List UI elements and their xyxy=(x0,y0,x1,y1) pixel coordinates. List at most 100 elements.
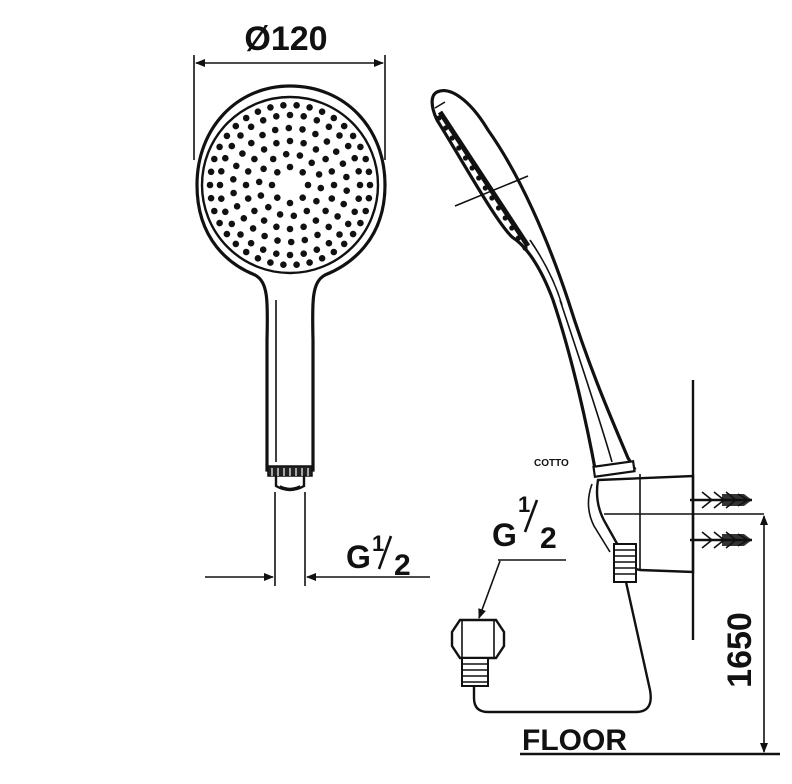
spray-nozzle xyxy=(273,250,280,257)
threaded-connector xyxy=(267,465,313,492)
spray-nozzle xyxy=(271,126,279,134)
height-label: 1650 xyxy=(721,612,759,688)
floor-label: FLOOR xyxy=(522,724,627,757)
spray-face-rim xyxy=(200,95,380,275)
spray-nozzle xyxy=(216,219,223,227)
spray-nozzle xyxy=(293,102,300,109)
spray-nozzle xyxy=(313,197,320,205)
spray-nozzle xyxy=(325,239,333,247)
spray-nozzle xyxy=(300,223,307,231)
spray-nozzle xyxy=(330,248,338,256)
handle-inner-line xyxy=(559,299,613,463)
face-section-line xyxy=(454,175,529,207)
spray-nozzle xyxy=(306,104,313,111)
spray-nozzle xyxy=(248,139,255,147)
spray-nozzle xyxy=(362,207,370,215)
spray-nozzle xyxy=(255,178,263,186)
spray-nozzle xyxy=(325,223,333,231)
spray-nozzle xyxy=(286,251,294,259)
spray-nozzle xyxy=(315,171,323,178)
spray-nozzle xyxy=(312,217,320,224)
spray-nozzle xyxy=(254,108,262,115)
spray-nozzle xyxy=(273,139,280,147)
spray-nozzle xyxy=(301,236,309,244)
spray-nozzle xyxy=(325,123,333,131)
spray-nozzle xyxy=(349,230,357,238)
spray-nozzle xyxy=(274,169,281,176)
spray-nozzle xyxy=(269,155,277,163)
spray-nozzle xyxy=(254,254,262,262)
spray-nozzle xyxy=(330,114,338,122)
spray-nozzle xyxy=(328,195,336,202)
side-nozzle xyxy=(515,235,522,241)
spray-nozzle xyxy=(232,122,240,130)
side-spray-face xyxy=(437,110,531,248)
spray-nozzle xyxy=(355,195,363,202)
spray-nozzle xyxy=(259,117,267,124)
spray-nozzle xyxy=(299,126,306,133)
spray-nozzle xyxy=(334,213,341,220)
height-dimension: 1650 xyxy=(721,515,768,753)
spray-nozzle xyxy=(265,203,272,211)
spray-nozzle xyxy=(244,168,252,175)
spray-nozzle xyxy=(223,230,231,238)
side-nozzle xyxy=(462,155,469,161)
spray-nozzle xyxy=(286,137,294,145)
spray-nozzle xyxy=(356,181,364,189)
spray-nozzle xyxy=(299,169,307,176)
thread-label-side-g: G xyxy=(492,517,517,553)
thread-dimension-side: G 1 2 xyxy=(478,492,566,619)
spray-nozzle xyxy=(285,124,293,132)
spray-nozzle xyxy=(300,250,308,257)
spray-nozzle xyxy=(257,192,265,199)
handle-collar xyxy=(592,460,636,478)
spray-nozzle xyxy=(273,113,280,120)
spray-nozzle xyxy=(328,168,336,175)
spray-nozzle xyxy=(251,155,258,163)
spray-nozzle xyxy=(293,261,300,269)
shower-head-outline xyxy=(195,84,387,472)
spray-nozzle xyxy=(232,240,240,248)
spray-nozzle xyxy=(207,194,215,202)
spray-nozzle xyxy=(268,181,276,189)
spray-nozzle xyxy=(336,132,343,139)
spray-nozzle xyxy=(355,168,363,175)
thread-label-side-num: 1 xyxy=(518,492,530,517)
side-nozzle xyxy=(482,185,488,191)
spray-nozzle xyxy=(247,239,255,247)
side-nozzle xyxy=(436,115,442,121)
spray-nozzle xyxy=(222,154,229,162)
spray-nozzle xyxy=(365,168,373,176)
spray-nozzle xyxy=(339,160,347,167)
spray-nozzle xyxy=(313,246,321,253)
side-nozzle xyxy=(443,125,449,131)
spray-nozzle xyxy=(300,113,308,120)
spray-nozzle xyxy=(211,155,218,163)
spray-nozzle xyxy=(249,225,257,232)
thread-dimension-front: G 1 2 xyxy=(205,492,430,586)
spray-nozzle xyxy=(267,259,274,266)
spray-nozzle xyxy=(322,207,329,215)
spray-nozzle-pattern xyxy=(206,102,374,269)
spray-nozzle xyxy=(274,194,281,201)
spray-nozzle xyxy=(318,254,326,262)
spray-nozzle xyxy=(242,114,250,122)
spray-nozzle xyxy=(282,150,290,158)
spray-nozzle xyxy=(239,150,246,157)
spray-nozzle xyxy=(260,146,268,153)
spray-nozzle xyxy=(312,146,320,153)
spray-nozzle xyxy=(207,168,215,176)
spray-nozzle xyxy=(259,131,266,139)
side-view: COTTO xyxy=(430,89,780,757)
spray-nozzle xyxy=(211,207,218,215)
spray-nozzle xyxy=(216,143,223,151)
spray-nozzle xyxy=(242,181,250,189)
spray-nozzle xyxy=(299,194,307,201)
spray-nozzle xyxy=(340,240,348,248)
spray-nozzle xyxy=(273,223,280,231)
spray-nozzle xyxy=(365,194,373,202)
spray-nozzle xyxy=(296,152,304,159)
side-nozzle-row xyxy=(436,115,528,251)
spray-nozzle xyxy=(286,111,294,119)
spray-nozzle xyxy=(247,123,255,131)
